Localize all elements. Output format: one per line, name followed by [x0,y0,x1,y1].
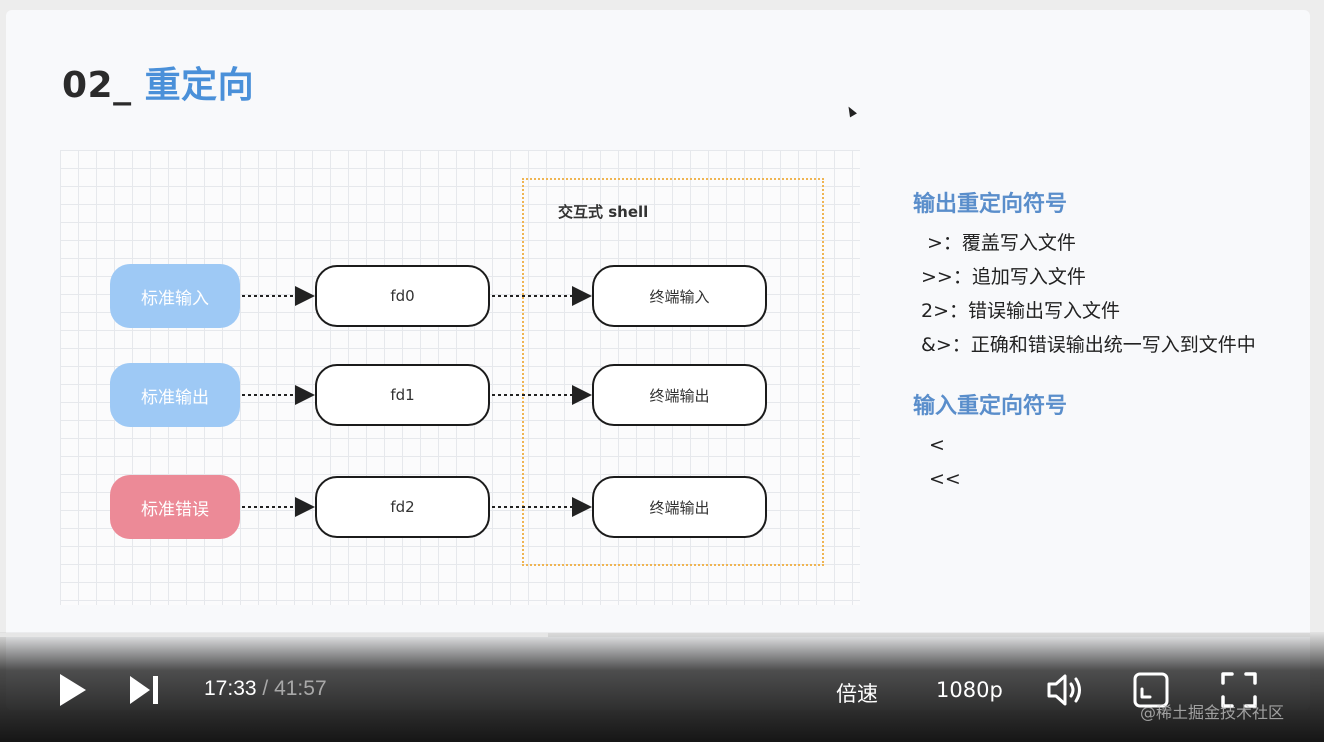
play-icon [60,674,86,706]
watermark: @稀土掘金技术社区 [1140,703,1285,722]
fd-node-1: fd1 [315,364,490,426]
source-stdout: 标准输出 [110,363,240,427]
progress-bar-fill [0,633,548,637]
speed-button[interactable]: 倍速 [836,682,878,706]
redirect-legend: 输出重定向符号 >：覆盖写入文件 >>：追加写入文件 2>：错误输出写入文件 &… [913,186,1256,496]
output-redirect-item: 2>：错误输出写入文件 [921,300,1121,322]
time-display: 17:33 / 41:57 [204,677,327,701]
fd-node-0: fd0 [315,265,490,327]
time-separator: / [256,677,275,700]
source-stdin: 标准输入 [110,264,240,328]
input-redirect-item: < [929,434,945,456]
output-redirect-item: >>：追加写入文件 [921,266,1086,288]
fullscreen-icon [1221,672,1257,708]
title-highlight: 重定向 [144,65,255,106]
input-redirect-item: << [929,468,961,490]
source-stderr: 标准错误 [110,475,240,539]
player-controls-bar [0,632,1324,742]
title-prefix: 02_ [62,65,132,106]
terminal-node-0: 终端输入 [592,265,767,327]
input-redirect-heading: 输入重定向符号 [913,394,1068,419]
pip-icon [1133,672,1169,708]
fullscreen-button[interactable] [1218,670,1260,710]
quality-button[interactable]: 1080p [936,678,1003,702]
output-redirect-item: >：覆盖写入文件 [927,232,1076,254]
play-button[interactable] [52,668,92,712]
terminal-node-2: 终端输出 [592,476,767,538]
volume-button[interactable] [1044,670,1086,710]
volume-icon [1047,674,1081,706]
pip-button[interactable] [1130,670,1172,710]
output-redirect-item: &>：正确和错误输出统一写入到文件中 [921,334,1256,356]
total-time: 41:57 [274,677,327,700]
interactive-shell-box [522,178,824,566]
shell-label: 交互式 shell [558,203,649,221]
next-icon [130,676,158,704]
terminal-node-1: 终端输出 [592,364,767,426]
next-button[interactable] [124,668,164,712]
slide-title: 02_ 重定向 [62,56,254,108]
progress-bar[interactable] [0,633,1310,637]
fd-node-2: fd2 [315,476,490,538]
output-redirect-heading: 输出重定向符号 [913,192,1068,217]
current-time: 17:33 [204,677,257,700]
